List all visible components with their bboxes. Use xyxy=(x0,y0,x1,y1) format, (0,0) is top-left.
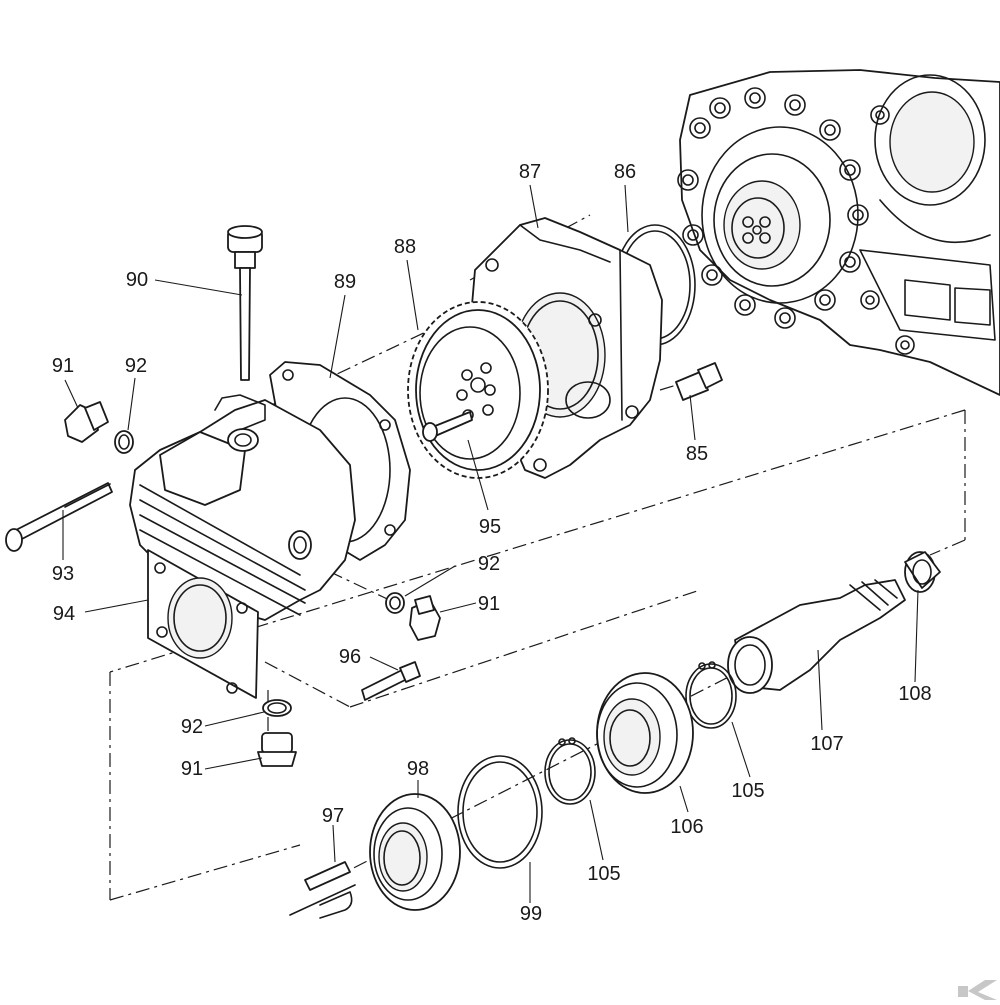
washer-92-side xyxy=(385,592,405,614)
callout-91-side: 91 xyxy=(478,593,500,615)
retaining-ring-99 xyxy=(457,755,543,869)
ball-bearing-106 xyxy=(596,672,694,794)
plug-91-side xyxy=(409,595,441,641)
leader-lines xyxy=(62,184,919,903)
callout-105-right: 105 xyxy=(731,780,764,802)
bolt-85 xyxy=(675,362,723,401)
washer-92-top xyxy=(114,430,134,454)
callout-91-bottom: 91 xyxy=(181,758,203,780)
pinion-shaft-107 xyxy=(727,579,906,694)
circlip-105-right xyxy=(685,661,737,729)
callout-labels: 87 86 88 89 90 91 92 93 94 95 85 92 91 9… xyxy=(52,161,932,925)
callout-90: 90 xyxy=(126,269,148,291)
needle-bearing-108 xyxy=(904,551,941,593)
callout-99: 99 xyxy=(520,903,542,925)
spur-gear-88 xyxy=(407,301,549,479)
callout-88: 88 xyxy=(394,236,416,258)
callout-96: 96 xyxy=(339,646,361,668)
circlip-105-left xyxy=(544,737,596,805)
callout-95: 95 xyxy=(479,516,501,538)
kramp-k-logo-icon xyxy=(958,980,997,1000)
callout-85: 85 xyxy=(686,443,708,465)
callout-98: 98 xyxy=(407,758,429,780)
callout-97: 97 xyxy=(322,805,344,827)
callout-105-left: 105 xyxy=(587,863,620,885)
oil-seal-98 xyxy=(369,793,461,911)
key-97 xyxy=(304,861,351,891)
callout-92-top: 92 xyxy=(125,355,147,377)
callout-91-top: 91 xyxy=(52,355,74,377)
callout-92-bottom: 92 xyxy=(181,716,203,738)
bolt-96 xyxy=(361,661,421,701)
pump-head-94 xyxy=(129,394,356,699)
plug-91-top xyxy=(64,401,109,443)
callout-92-side: 92 xyxy=(478,553,500,575)
engine-bolt-bosses xyxy=(677,87,915,355)
callout-106: 106 xyxy=(670,816,703,838)
callout-107: 107 xyxy=(810,733,843,755)
callout-108: 108 xyxy=(898,683,931,705)
callout-86: 86 xyxy=(614,161,636,183)
dipstick-90 xyxy=(227,225,263,381)
callout-93: 93 xyxy=(52,563,74,585)
long-bolt-93 xyxy=(5,482,113,552)
callout-94: 94 xyxy=(53,603,75,625)
shaft-end xyxy=(289,884,356,919)
washer-92-bottom xyxy=(262,699,292,717)
callout-87: 87 xyxy=(519,161,541,183)
screw-95 xyxy=(422,411,473,442)
engine-block xyxy=(677,69,1000,396)
plug-91-bottom xyxy=(257,732,297,767)
callout-89: 89 xyxy=(334,271,356,293)
